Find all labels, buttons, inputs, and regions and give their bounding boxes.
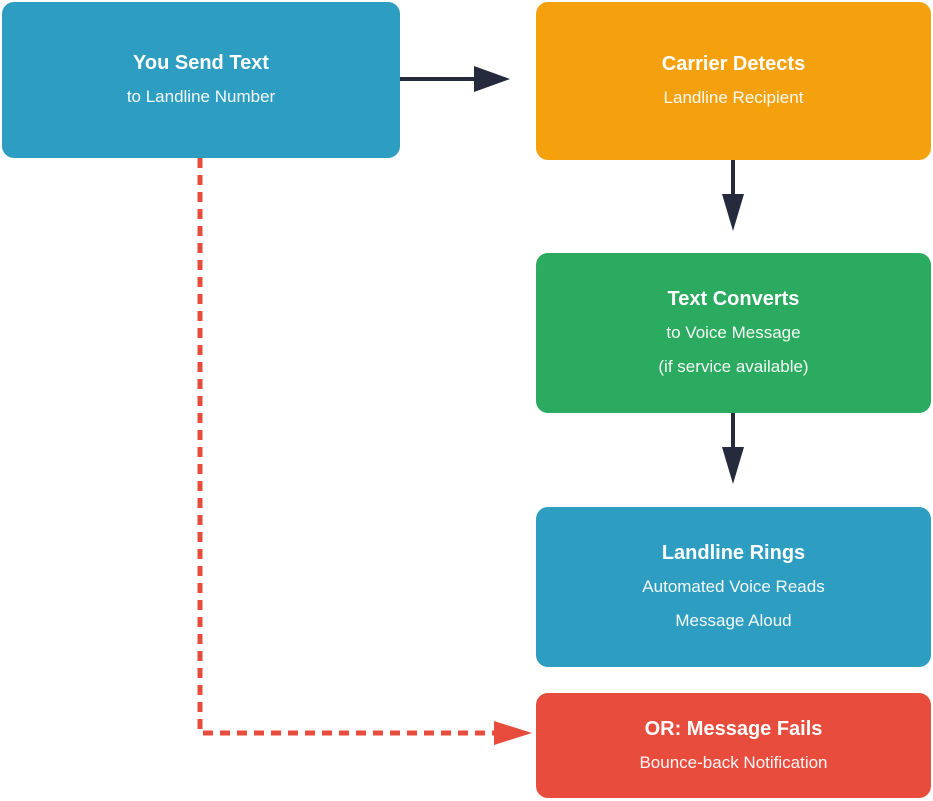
- edge-converts-to-rings: [722, 413, 744, 484]
- arrowhead-down-icon: [722, 447, 744, 484]
- node-title: Text Converts: [667, 288, 800, 310]
- node-subtitle: (if service available): [658, 357, 809, 376]
- node-subtitle: to Landline Number: [126, 87, 276, 106]
- node-you-send-text: You Send Text to Landline Number: [2, 2, 400, 158]
- node-subtitle: Automated Voice Reads: [642, 577, 825, 596]
- node-subtitle: to Voice Message: [666, 323, 801, 342]
- node-title: You Send Text: [133, 52, 269, 74]
- edge-send-to-carrier: [400, 66, 510, 92]
- arrowhead-right-icon: [494, 721, 532, 745]
- node-title: Landline Rings: [661, 542, 806, 564]
- node-landline-rings: Landline Rings Automated Voice Reads Mes…: [536, 507, 931, 667]
- node-message-fails: OR: Message Fails Bounce-back Notificati…: [536, 693, 931, 798]
- arrowhead-down-icon: [722, 194, 744, 231]
- node-text-converts: Text Converts to Voice Message (if servi…: [536, 253, 931, 413]
- edge-carrier-to-converts: [722, 160, 744, 231]
- node-title: OR: Message Fails: [644, 717, 823, 740]
- node-subtitle: Message Aloud: [675, 611, 792, 630]
- node-subtitle: Bounce-back Notification: [639, 752, 828, 772]
- node-title: Carrier Detects: [661, 53, 806, 75]
- node-subtitle: Landline Recipient: [663, 88, 804, 107]
- edge-send-to-fails: [197, 158, 532, 745]
- arrowhead-right-icon: [474, 66, 510, 92]
- node-carrier-detects: Carrier Detects Landline Recipient: [536, 2, 931, 160]
- edge-dashed-line: [197, 158, 494, 736]
